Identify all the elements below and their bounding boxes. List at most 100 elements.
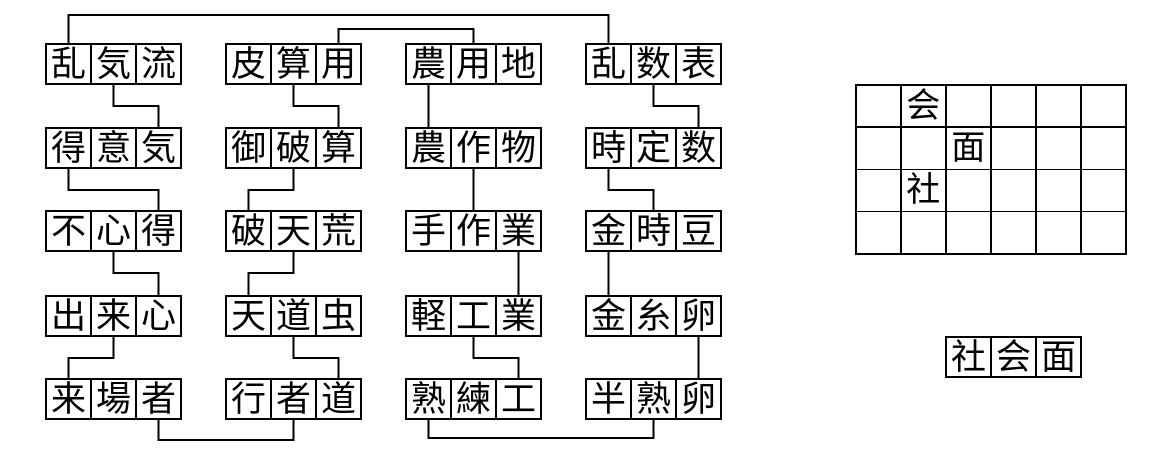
kanji-cell: 業 — [497, 297, 540, 335]
kanji-cell: 定 — [632, 129, 675, 167]
kanji-cell: 物 — [497, 129, 540, 167]
connector-line — [247, 252, 295, 295]
kanji-cell: 半 — [587, 380, 630, 418]
connector-line — [112, 252, 160, 295]
connector-line — [67, 14, 610, 43]
answer-grid-cell — [1036, 212, 1080, 253]
word-box-2: 農用地 — [405, 43, 542, 85]
answer-grid-cell — [856, 170, 900, 211]
connector-line — [67, 337, 115, 378]
connector-line — [337, 28, 475, 43]
kanji-cell: 皮 — [227, 45, 270, 83]
kanji-cell: 行 — [227, 380, 270, 418]
word-box-7: 時定数 — [585, 127, 722, 169]
answer-grid-cell: 会 — [901, 85, 945, 127]
kanji-cell: 天 — [227, 297, 270, 335]
answer-grid-cell — [1081, 127, 1125, 169]
kanji-cell: 用 — [452, 45, 495, 83]
connector-line — [472, 337, 520, 378]
word-box-9: 破天荒 — [225, 210, 362, 252]
connector-line — [427, 420, 655, 439]
answer-grid-cell — [946, 212, 990, 253]
answer-grid-cell — [901, 127, 945, 169]
kanji-cell: 道 — [317, 380, 360, 418]
word-box-18: 熟練工 — [405, 378, 542, 420]
kanji-cell: 心 — [92, 212, 135, 250]
kanji-cell: 算 — [272, 45, 315, 83]
word-box-16: 来場者 — [45, 378, 182, 420]
answer-grid-cell — [991, 170, 1035, 211]
word-box-0: 乱気流 — [45, 43, 182, 85]
kanji-cell: 数 — [632, 45, 675, 83]
kanji-cell: 来 — [47, 380, 90, 418]
kanji-cell: 得 — [47, 129, 90, 167]
kanji-cell: 面 — [1037, 338, 1080, 376]
answer-grid-cell — [1081, 170, 1125, 211]
kanji-cell: 熟 — [632, 380, 675, 418]
connector-line — [607, 169, 655, 210]
connector-line — [157, 420, 295, 441]
word-box-12: 出来心 — [45, 295, 182, 337]
answer-grid-cell — [1081, 212, 1125, 253]
kanji-cell: 業 — [497, 212, 540, 250]
kanji-cell: 気 — [137, 129, 180, 167]
kanji-cell: 作 — [452, 212, 495, 250]
kanji-cell: 糸 — [632, 297, 675, 335]
kanji-cell: 軽 — [407, 297, 450, 335]
answer-grid-cell — [856, 127, 900, 169]
kanji-cell: 乱 — [587, 45, 630, 83]
connector-line — [67, 169, 160, 210]
kanji-cell: 御 — [227, 129, 270, 167]
kanji-cell: 時 — [632, 212, 675, 250]
answer-grid-cell — [1036, 170, 1080, 211]
kanji-cell: 者 — [272, 380, 315, 418]
kanji-cell: 金 — [587, 212, 630, 250]
kanji-cell: 天 — [272, 212, 315, 250]
answer-word-box: 社会面 — [945, 336, 1082, 378]
answer-grid-cell: 面 — [946, 127, 990, 169]
kanji-cell: 数 — [677, 129, 720, 167]
kanji-cell: 練 — [452, 380, 495, 418]
answer-grid-cell — [946, 85, 990, 127]
kanji-cell: 農 — [407, 129, 450, 167]
word-box-17: 行者道 — [225, 378, 362, 420]
kanji-cell: 乱 — [47, 45, 90, 83]
kanji-cell: 会 — [992, 338, 1035, 376]
word-box-14: 軽工業 — [405, 295, 542, 337]
kanji-cell: 破 — [227, 212, 270, 250]
kanji-cell: 地 — [497, 45, 540, 83]
kanji-cell: 得 — [137, 212, 180, 250]
answer-grid-cell — [946, 170, 990, 211]
kanji-cell: 場 — [92, 380, 135, 418]
answer-grid-cell: 社 — [901, 170, 945, 211]
word-box-10: 手作業 — [405, 210, 542, 252]
kanji-cell: 豆 — [677, 212, 720, 250]
kanji-cell: 道 — [272, 297, 315, 335]
kanji-cell: 用 — [317, 45, 360, 83]
kanji-cell: 時 — [587, 129, 630, 167]
answer-grid-cell — [1081, 85, 1125, 127]
word-box-8: 不心得 — [45, 210, 182, 252]
word-box-3: 乱数表 — [585, 43, 722, 85]
answer-grid-cell — [991, 85, 1035, 127]
kanji-cell: 算 — [317, 129, 360, 167]
kanji-cell: 出 — [47, 297, 90, 335]
kanji-cell: 金 — [587, 297, 630, 335]
answer-grid-cell — [1036, 85, 1080, 127]
kanji-cell: 者 — [137, 380, 180, 418]
kanji-cell: 農 — [407, 45, 450, 83]
kanji-cell: 作 — [452, 129, 495, 167]
kanji-cell: 気 — [92, 45, 135, 83]
kanji-cell: 虫 — [317, 297, 360, 335]
word-box-6: 農作物 — [405, 127, 542, 169]
kanji-cell: 来 — [92, 297, 135, 335]
connector-line — [247, 169, 295, 210]
kanji-cell: 卵 — [677, 297, 720, 335]
connector-line — [652, 85, 700, 127]
word-box-11: 金時豆 — [585, 210, 722, 252]
answer-grid: 会面社 — [855, 84, 1127, 255]
answer-grid-cell — [991, 127, 1035, 169]
kanji-cell: 工 — [497, 380, 540, 418]
